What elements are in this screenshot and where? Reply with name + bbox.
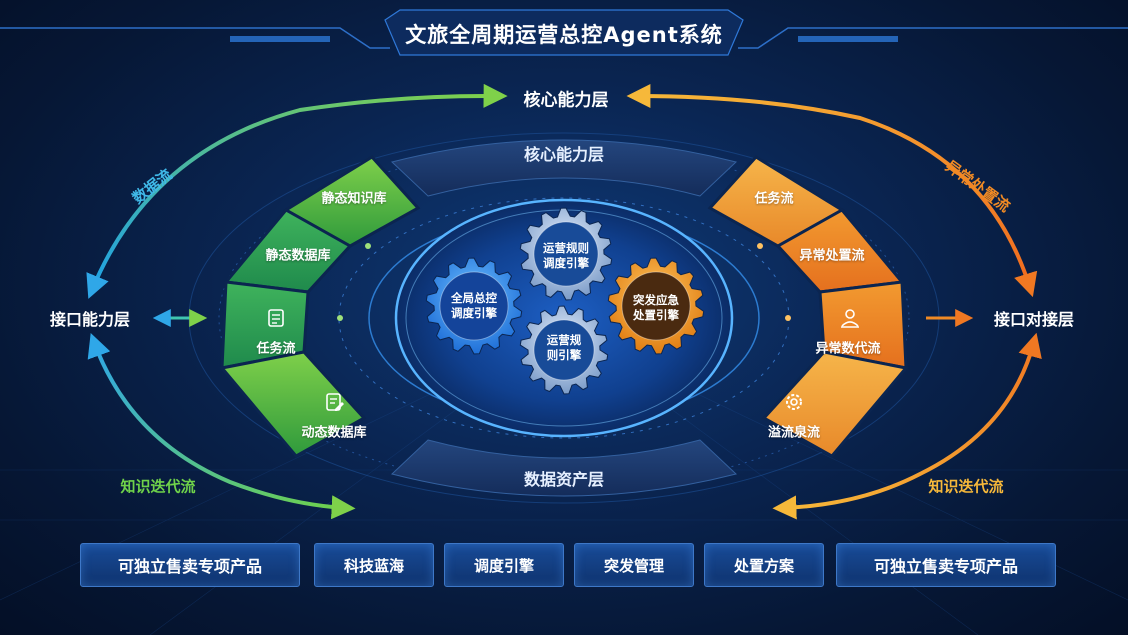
gear-ops-rules[interactable] [519, 305, 609, 395]
left-segment-group [219, 155, 421, 458]
knowledge-flow-right-label: 知识迭代流 [928, 477, 1004, 496]
ring-node-dot [757, 243, 763, 249]
bottom-button-standalone-product-left[interactable]: 可独立售卖专项产品 [80, 543, 300, 587]
left-segment-label: 静态数据库 [265, 248, 331, 264]
bottom-button-emergency-management[interactable]: 突发管理 [574, 543, 694, 587]
arc-data-flow [86, 83, 508, 299]
gear-ops-rules-hub [533, 319, 595, 381]
left-segment-label: 任务流 [256, 341, 296, 357]
outer-dotted-ring [218, 147, 910, 489]
gear-label-ops-rules: 运营规则引擎 [546, 333, 582, 362]
core-layer-label-outer: 核心能力层 [523, 90, 609, 111]
page-title: 文旅全周期运营总控Agent系统 [405, 23, 723, 47]
right-segment-label: 溢流泉流 [767, 425, 821, 441]
interface-docking-layer: 接口对接层 [993, 310, 1075, 329]
gear-ops-dispatch-hub [533, 221, 599, 287]
gear-label-emergency: 突发应急处置引擎 [633, 293, 679, 322]
left-segment-label: 动态数据库 [301, 425, 367, 441]
header-decoration [0, 9, 1128, 56]
knowledge-flow-left-label: 知识迭代流 [120, 477, 196, 496]
right-segment-label: 异常数代流 [815, 341, 881, 357]
gear-label-global-control: 全局总控调度引擎 [451, 291, 497, 320]
bottom-button-dispatch-engine[interactable]: 调度引擎 [444, 543, 564, 587]
right-segment-label: 任务流 [754, 191, 794, 207]
interface-capability-layer: 接口能力层 [49, 310, 131, 329]
data-asset-band [390, 439, 738, 497]
document-icon [265, 307, 287, 333]
gear-ops-dispatch[interactable] [519, 207, 613, 301]
edit-document-icon [323, 391, 345, 417]
bottom-button-handling-plan[interactable]: 处置方案 [704, 543, 824, 587]
arc-knowledge-flow-left [87, 332, 356, 520]
gear-icon [783, 391, 805, 417]
right-segment-group [707, 155, 909, 458]
ring-node-dot [785, 315, 791, 321]
arc-knowledge-flow-right [772, 332, 1042, 520]
user-alert-icon [838, 307, 862, 333]
gear-label-ops-dispatch: 运营规则调度引擎 [543, 241, 589, 270]
core-layer-label-ring: 核心能力层 [523, 145, 605, 164]
left-segment-label: 静态知识库 [321, 191, 387, 207]
arc-exception-flow [626, 84, 1038, 298]
right-segment-label: 异常处置流 [799, 248, 865, 264]
data-asset-layer-label: 数据资产层 [523, 470, 605, 489]
ring-node-dot [365, 243, 371, 249]
bottom-button-tech-blue-ocean[interactable]: 科技蓝海 [314, 543, 434, 587]
ring-node-dot [337, 315, 343, 321]
bottom-button-standalone-product-right[interactable]: 可独立售卖专项产品 [836, 543, 1056, 587]
